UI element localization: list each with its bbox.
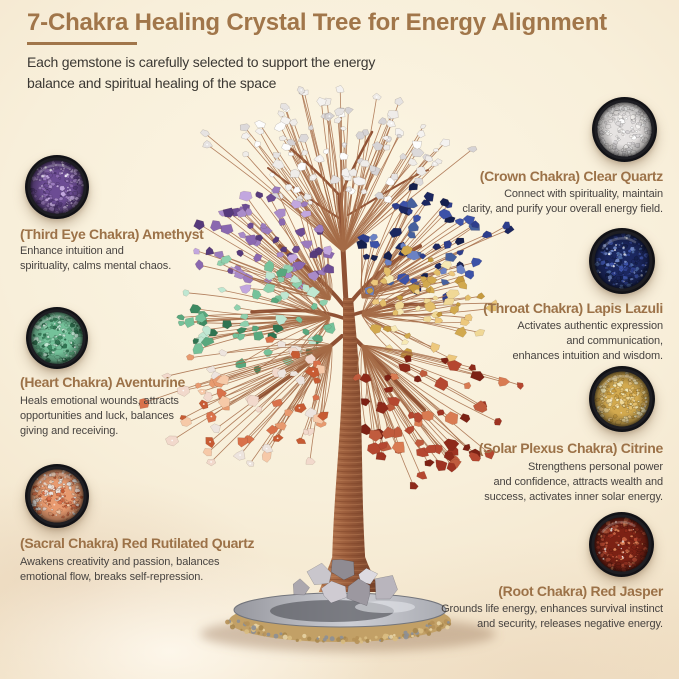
aventurine-bowl-photo [26,307,88,369]
chakra-label-third-eye: (Third Eye Chakra) Amethyst [20,226,204,242]
chakra-label-solar: (Solar Plexus Chakra) Citrine [478,440,664,456]
amethyst-bowl-photo [25,155,89,219]
citrine-bowl-photo [589,366,655,432]
chakra-label-sacral: (Sacral Chakra) Red Rutilated Quartz [20,535,255,551]
red-rutilated-quartz-bowl-photo [25,464,89,528]
red-jasper-bowl-photo [589,512,654,577]
chakra-label-root: (Root Chakra) Red Jasper [498,583,663,599]
title-underline [27,42,137,45]
chakra-label-crown: (Crown Chakra) Clear Quartz [479,168,664,184]
chakra-desc-root: Grounds life energy, enhances survival i… [441,603,663,630]
chakra-desc-third-eye: Enhance intuition and spirituality, calm… [20,245,172,272]
chakra-desc-solar: Strengthens personal power and confidenc… [484,461,663,503]
chakra-desc-sacral: Awakens creativity and passion, balances… [20,556,220,583]
page-title: 7-Chakra Healing Crystal Tree for Energy… [27,9,607,36]
chakra-desc-throat: Activates authentic expression and commu… [512,320,664,362]
chakra-desc-crown: Connect with spirituality, maintain clar… [462,188,663,215]
chakra-label-heart: (Heart Chakra) Aventurine [20,374,185,390]
lapis-lazuli-bowl-photo [589,228,655,294]
subtitle: Each gemstone is carefully selected to s… [27,54,376,91]
clear-quartz-bowl-photo [592,97,657,162]
chakra-desc-heart: Heals emotional wounds, attracts opportu… [20,395,179,437]
chakra-label-throat: (Throat Chakra) Lapis Lazuli [483,300,663,316]
